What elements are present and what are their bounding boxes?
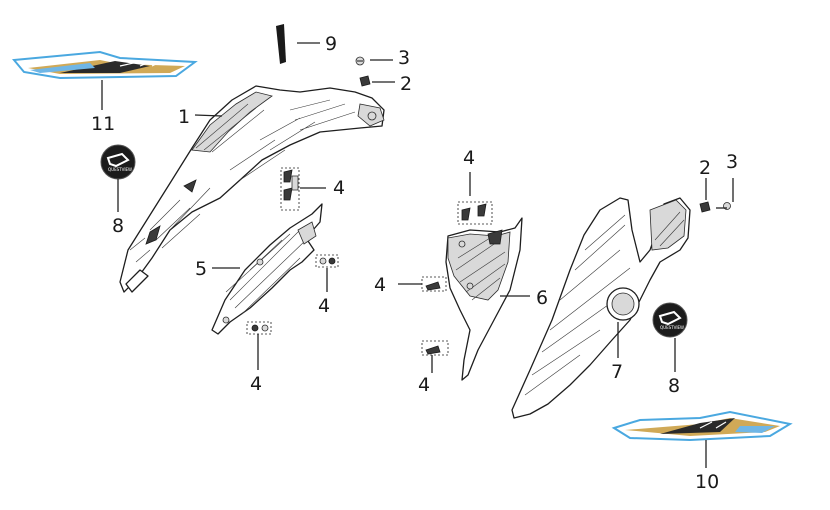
screw-part-3-top: [355, 56, 365, 66]
decal-part-11: [12, 50, 198, 80]
side-panel-part-6: [445, 217, 523, 381]
callout-numbers: 1 9 3 2 2 3 4 4 4 4 4 4 5 6 7 8 8 10 11: [91, 33, 738, 493]
leader-lines: [101, 42, 734, 468]
callout-2-right: 2: [699, 157, 711, 179]
clip-group-4-c: [246, 321, 272, 335]
strip-part-9: [276, 24, 286, 64]
clip-group-4-a: [280, 167, 300, 211]
nut-part-2-top: [359, 75, 371, 87]
badge-text-right: QUESTVIEW: [660, 325, 684, 330]
callout-1: 1: [178, 106, 190, 128]
callout-7: 7: [611, 361, 623, 383]
callout-4-b: 4: [318, 295, 330, 317]
upper-cover-part-1: [119, 85, 385, 293]
callout-4-c: 4: [250, 373, 262, 395]
callout-4-d: 4: [463, 147, 475, 169]
callout-10: 10: [695, 471, 719, 493]
badge-text-left: QUESTVIEW: [108, 167, 132, 172]
clip-group-4-f: [421, 340, 449, 356]
callout-3-top: 3: [398, 47, 410, 69]
callout-11: 11: [91, 113, 115, 135]
callout-6: 6: [536, 287, 548, 309]
decal-part-10: [611, 410, 793, 442]
clip-group-4-e: [421, 276, 447, 292]
callout-4-e: 4: [374, 274, 386, 296]
nut-part-2-right: [699, 201, 711, 213]
callout-4-f: 4: [418, 374, 430, 396]
badge-part-8-right: QUESTVIEW: [652, 302, 688, 338]
clip-group-4-d: [457, 201, 493, 225]
side-panel-part-5: [211, 203, 323, 335]
callout-4-a: 4: [333, 177, 345, 199]
callout-2-top: 2: [400, 73, 412, 95]
callout-5: 5: [195, 258, 207, 280]
side-cover-part-7: [511, 197, 691, 419]
callout-3-right: 3: [726, 151, 738, 173]
callout-8-right: 8: [668, 375, 680, 397]
callout-8-left: 8: [112, 215, 124, 237]
badge-part-8-left: QUESTVIEW: [100, 144, 136, 180]
callout-9: 9: [325, 33, 337, 55]
clip-group-4-b: [315, 254, 339, 268]
